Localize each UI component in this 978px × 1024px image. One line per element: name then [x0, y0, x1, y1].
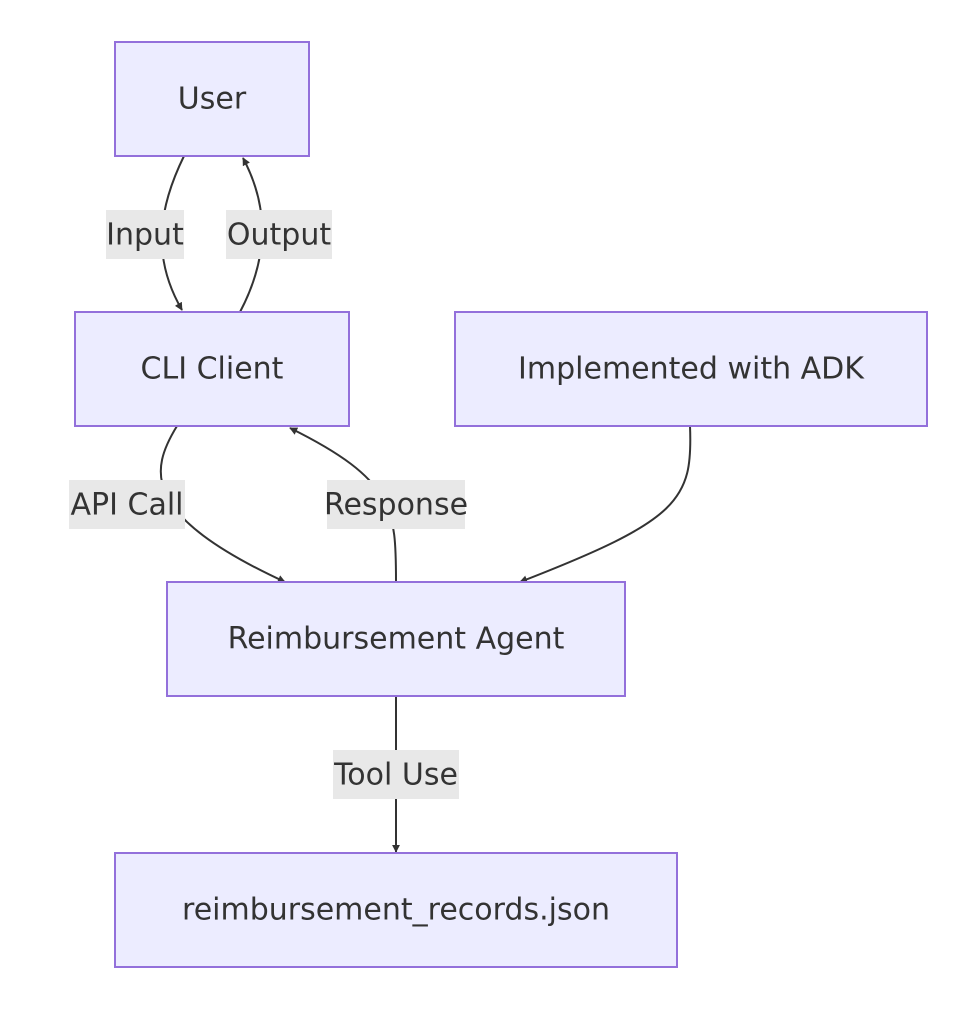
edge-label-tool-use-text: Tool Use [333, 758, 458, 793]
node-reimbursement-records-label: reimbursement_records.json [182, 893, 610, 928]
edge-label-input-text: Input [106, 218, 184, 253]
node-user: User [114, 41, 310, 157]
edge-label-tool-use-bg [333, 750, 459, 799]
edge-label-api-call-text: API Call [71, 488, 184, 523]
node-cli-client-box [74, 311, 350, 427]
edge-label-response: Response [324, 480, 468, 529]
node-implemented-with-adk-box [454, 311, 928, 427]
node-cli-client-label: CLI Client [141, 352, 284, 387]
node-reimbursement-agent-box [166, 581, 626, 697]
node-cli-client: CLI Client [74, 311, 350, 427]
edge-label-api-call: API Call [69, 480, 185, 529]
edge-label-api-call-bg [69, 480, 185, 529]
edge-label-output-text: Output [227, 218, 331, 253]
node-reimbursement-records-box [114, 852, 678, 968]
edge-implemented [519, 425, 692, 584]
node-reimbursement-records: reimbursement_records.json [114, 852, 678, 968]
node-reimbursement-agent-label: Reimbursement Agent [228, 622, 565, 657]
node-implemented-with-adk-label: Implemented with ADK [518, 352, 865, 387]
edge-label-input-bg [106, 210, 184, 259]
node-user-box [114, 41, 310, 157]
edge-label-output-bg [226, 210, 332, 259]
edge-label-output: Output [226, 210, 332, 259]
edge-label-response-bg [327, 480, 465, 529]
edge-label-response-text: Response [324, 488, 468, 523]
node-reimbursement-agent: Reimbursement Agent [166, 581, 626, 697]
edge-label-input: Input [106, 210, 184, 259]
node-implemented-with-adk: Implemented with ADK [454, 311, 928, 427]
edge-label-tool-use: Tool Use [333, 750, 459, 799]
node-user-label: User [178, 82, 247, 117]
edge-implemented-line [519, 425, 692, 584]
